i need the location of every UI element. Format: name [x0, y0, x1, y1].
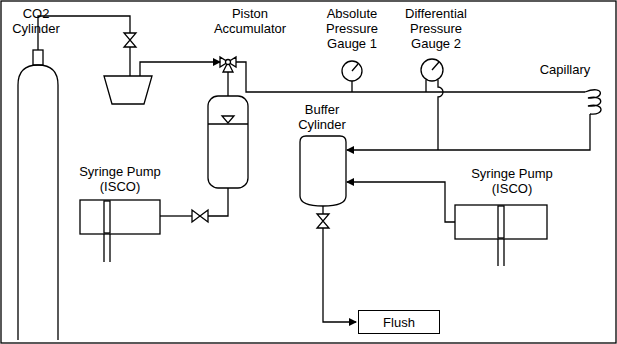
part-label: Buffer Cylinder: [292, 102, 352, 132]
part-label: Piston Accumulator: [208, 6, 292, 36]
pump-plunger: [104, 201, 110, 233]
pipe: [323, 228, 356, 322]
part-label: Differential Pressure Gauge 2: [399, 6, 473, 51]
pump-rod: [498, 239, 504, 266]
cylinder-neck: [33, 50, 43, 65]
valve-hub: [226, 60, 231, 65]
pipe: [227, 72, 228, 96]
accumulator-vessel: [208, 96, 248, 188]
pipe: [236, 62, 585, 92]
gauge-needle: [352, 64, 358, 92]
pipe: [322, 206, 323, 214]
pump-plunger: [498, 206, 504, 238]
gas-cylinder: [18, 65, 58, 340]
valve-symbol: [192, 210, 208, 222]
gauge-stem: [425, 80, 426, 92]
pump-rod: [104, 234, 110, 262]
pipe: [140, 62, 220, 76]
part-label: Syringe Pump (ISCO): [464, 166, 560, 196]
part-label: Absolute Pressure Gauge 1: [320, 6, 384, 51]
gauge-stem: [438, 80, 443, 150]
three-way-valve: [220, 57, 236, 72]
compressor-symbol: [104, 76, 152, 104]
buffer-cylinder: [300, 136, 346, 206]
box-text: Flush: [383, 315, 415, 330]
syringe-pump-body: [455, 205, 547, 239]
pipe: [347, 114, 590, 150]
part-label: Capillary: [530, 62, 600, 77]
level-marker: [222, 116, 234, 123]
pipe: [160, 215, 192, 216]
part-label: Syringe Pump (ISCO): [72, 164, 168, 194]
differential-gauge: [421, 59, 443, 81]
part-label: CO2 Cylinder: [8, 6, 64, 36]
valve-symbol: [124, 33, 136, 47]
pipe: [208, 188, 228, 216]
pipe: [347, 182, 455, 222]
valve-symbol: [317, 214, 329, 228]
capillary-coil: [585, 90, 601, 114]
pipe: [129, 47, 130, 76]
outlet-box: Flush: [358, 310, 440, 334]
gauge-needle: [432, 62, 439, 70]
syringe-pump-body: [80, 200, 160, 234]
